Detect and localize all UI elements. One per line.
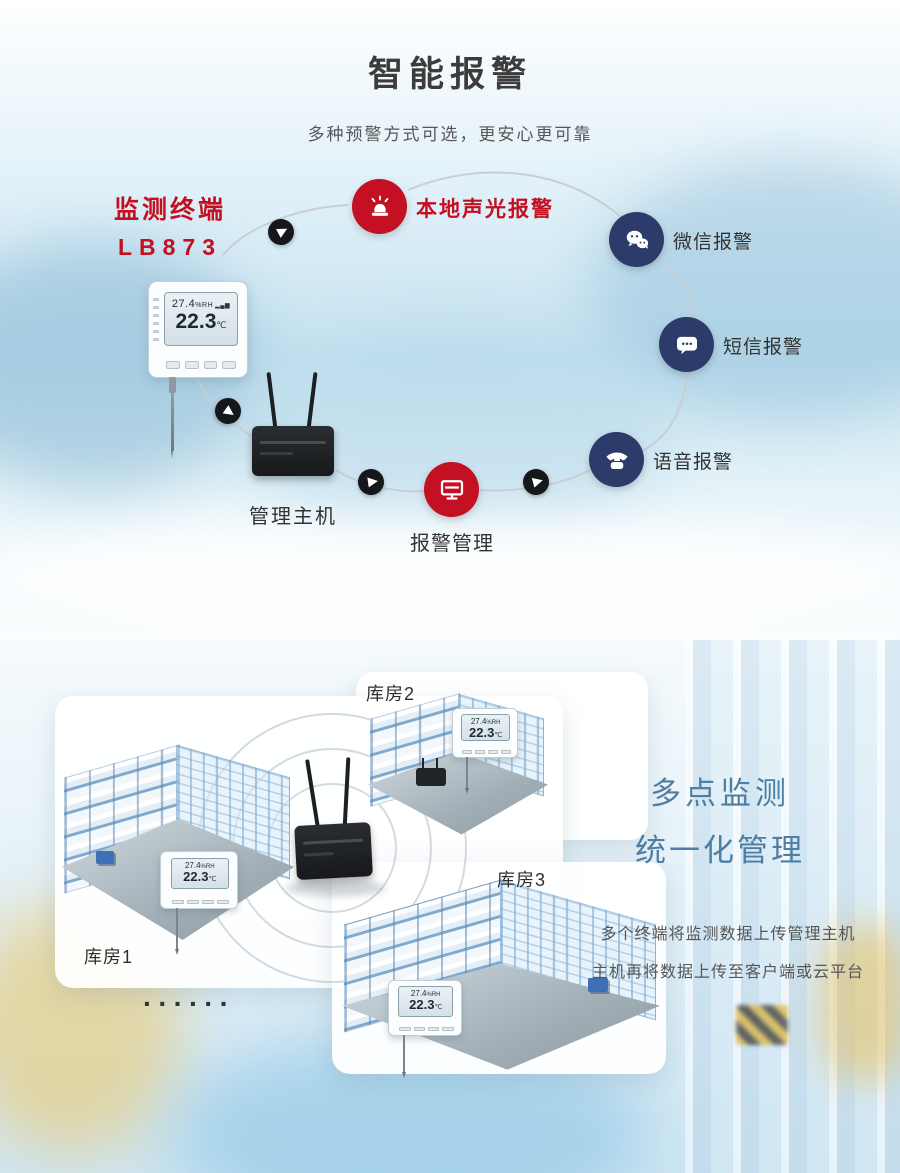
central-gateway-device [289,756,379,886]
gateway-body [252,426,334,476]
gateway-body [294,822,373,881]
more-warehouses-ellipsis: ······ [143,988,235,1019]
monitor-terminal: 27.4%RH 22.3℃ [452,708,518,794]
device-screen: 27.4%RH 22.3℃ [170,857,229,889]
headline-line2: 统一化管理 [635,833,805,868]
device-probe [402,1035,407,1078]
description-line2: 主机再将数据上传至客户端或云平台 [591,964,864,981]
section-headline: 多点监测 统一化管理 [588,768,852,870]
page-title: 智能报警 [367,55,532,94]
temperature-unit: ℃ [434,1004,443,1012]
device-probe [464,757,469,794]
humidity-reading: 27.4 [410,989,427,999]
device-screen: 27.4%RH 22.3℃ [461,713,510,741]
temperature-unit: ℃ [208,875,217,883]
device-vents [153,298,159,346]
terminal-model: LB873 [117,234,223,260]
antenna-icon [306,371,318,431]
headline-line1: 多点监测 [650,776,790,811]
local-alarm-node [352,179,407,234]
humidity-reading: 27.4 [470,716,487,726]
local-alarm-label: 本地声光报警 [416,198,554,221]
multi-point-monitoring-section: 27.4%RH 22.3℃ 27.4%RH 22.3℃ [0,640,900,1173]
temperature-unit: ℃ [494,731,503,739]
signal-icon [213,298,230,310]
warehouse-1-illustration: 27.4%RH 22.3℃ [62,735,294,955]
host-label: 管理主机 [249,506,337,528]
humidity-row: 27.4%RH [172,861,228,870]
alarm-management-label: 报警管理 [410,533,494,555]
temperature-row: 22.3℃ [172,868,228,884]
temperature-unit: ℃ [216,320,227,330]
device-probe [175,908,180,955]
device-buttons [171,900,230,905]
temperature-row: 22.3℃ [399,998,452,1012]
warehouse-3-illustration: 27.4%RH 22.3℃ [342,879,660,1078]
mini-gateway-device [416,758,446,786]
humidity-unit: %RH [486,719,501,726]
humidity-unit: %RH [200,863,215,870]
wechat-alarm-label: 微信报警 [673,232,754,253]
humidity-unit: %RH [195,302,214,309]
warehouse-3-label: 库房3 [497,870,547,890]
antenna-icon [305,759,321,829]
description-line1: 多个终端将监测数据上传管理主机 [600,926,856,943]
background-decoration [820,923,900,1083]
background-cloud [0,520,900,630]
antenna-icon [266,371,278,431]
antenna-icon [342,757,351,828]
wechat-icon [626,230,648,249]
siren-icon [371,194,388,216]
humidity-row: 27.4%RH [399,989,452,998]
background-warehouse-racks [685,640,900,1173]
warehouse-2-illustration: 27.4%RH 22.3℃ [368,690,548,840]
pallet-box [96,851,114,864]
temperature-reading: 22.3 [183,868,209,884]
wechat-alarm-node [609,212,664,267]
temperature-row: 22.3℃ [462,724,509,740]
pallet-box [588,978,608,992]
humidity-row: 27.4%RH [165,298,237,310]
temperature-reading: 22.3 [175,310,217,333]
voice-alarm-label: 语音报警 [653,452,734,473]
sms-alarm-label: 短信报警 [723,337,804,358]
device-probe [169,377,176,459]
phone-icon [605,452,628,469]
terminal-name: 监测终端 [113,196,226,224]
management-host-device [252,371,338,476]
monitor-terminal: 27.4%RH 22.3℃ [388,980,462,1078]
sms-bubble-icon [676,336,697,354]
monitor-terminal: 27.4%RH 22.3℃ [160,851,238,955]
temperature-row: 22.3℃ [165,310,237,333]
terminal-label: 监测终端 LB873 [88,190,252,261]
temperature-reading: 22.3 [469,724,495,740]
humidity-reading: 27.4 [171,298,196,310]
humidity-row: 27.4%RH [462,717,509,726]
temperature-reading: 22.3 [409,997,435,1013]
smart-alarm-section: 智能报警 多种预警方式可选，更安心更可靠 监测终端 LB873 27.4%RH … [0,0,900,640]
device-buttons [399,1027,454,1032]
gateway-shadow [286,880,386,896]
warehouse-1-label: 库房1 [84,947,134,967]
lb873-device: 27.4%RH 22.3℃ [148,281,248,459]
page-subtitle: 多种预警方式可选，更安心更可靠 [307,125,593,144]
warehouse-2-label: 库房2 [366,684,416,704]
flow-arrow-icon [263,214,299,250]
background-hazard-stripe [736,1005,788,1045]
device-screen: 27.4%RH 22.3℃ [164,292,238,346]
device-screen: 27.4%RH 22.3℃ [398,986,454,1017]
voice-alarm-node [589,432,644,487]
device-buttons [166,361,236,369]
device-buttons [461,749,511,754]
sms-alarm-node [659,317,714,372]
alarm-management-node [424,462,479,517]
humidity-unit: %RH [426,992,441,999]
monitor-icon [440,479,463,500]
humidity-reading: 27.4 [184,860,201,870]
